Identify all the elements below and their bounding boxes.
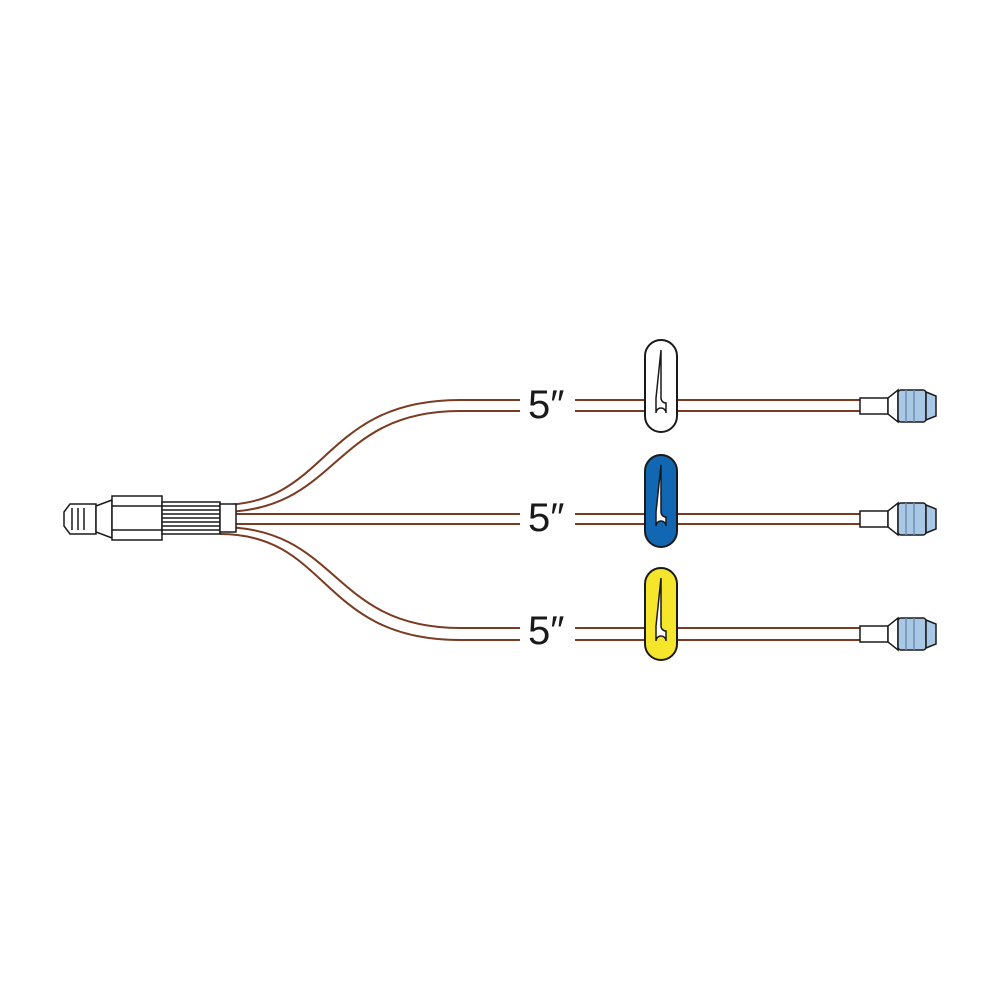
length-label-bottom: 5″ [528,609,564,653]
length-label-top: 5″ [528,383,564,427]
slide-clamp-icon [644,339,678,661]
tube-top-upper [219,399,520,506]
tube-top-lower [219,410,520,513]
tube-bot-upper [219,526,520,629]
luer-lock-connector-icon [63,495,237,541]
tube-bot-lower [219,533,520,641]
end-connector-middle [859,501,937,537]
length-label-middle: 5″ [528,496,564,540]
tubing [219,399,860,641]
clamp-middle [644,454,678,548]
clamp-top [644,339,678,433]
needleless-connector-icon [859,388,937,652]
end-connector-bottom [859,616,937,652]
clamp-bottom [644,567,678,661]
end-connector-top [859,388,937,424]
